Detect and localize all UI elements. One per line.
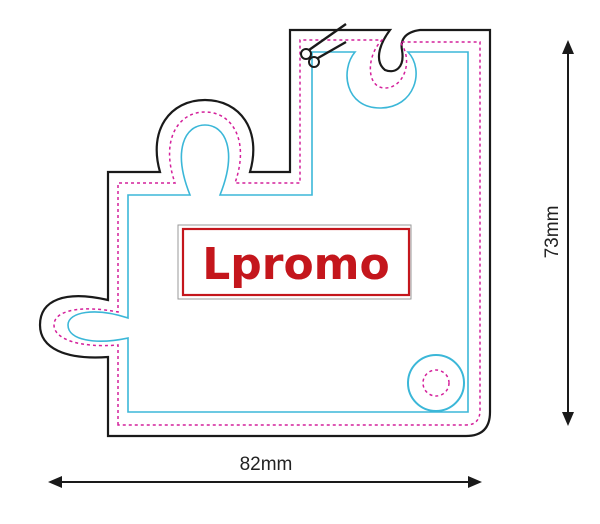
scissors-icon (300, 23, 347, 68)
cut-line (67, 51, 469, 413)
logo-text: Lpromo (202, 239, 390, 290)
height-label: 73mm (542, 206, 563, 259)
width-label: 82mm (240, 454, 293, 475)
width-dimension: 82mm (48, 454, 482, 488)
outer-outline (38, 28, 492, 438)
hang-hole (407, 354, 465, 412)
bleed-dashed-line (53, 39, 481, 426)
height-dimension: 73mm (542, 40, 574, 426)
logo: Lpromo (177, 224, 412, 300)
